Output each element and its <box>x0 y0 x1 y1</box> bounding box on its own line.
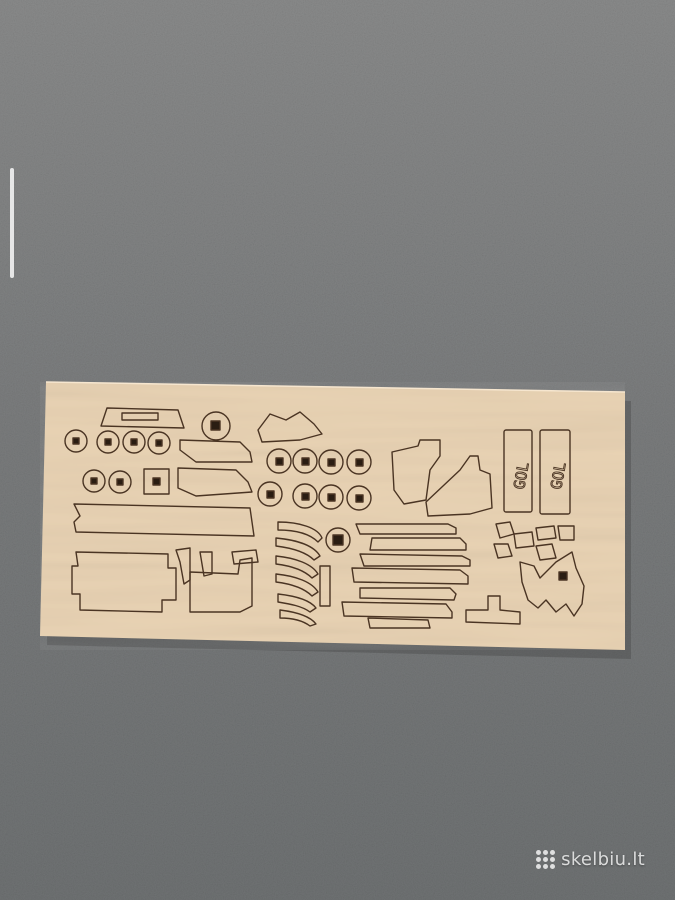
cut-part-disc <box>201 411 231 441</box>
board-top-edge <box>45 381 626 393</box>
cut-part-jagged-hole <box>558 571 568 581</box>
cut-part-base-plate <box>465 595 521 625</box>
cut-part-small-blocks <box>493 521 575 561</box>
cut-part-center-hole <box>332 534 344 546</box>
scroll-indicator-icon <box>10 168 14 278</box>
cut-part-curved-slats <box>275 521 323 627</box>
cut-part-slot <box>121 412 159 421</box>
cut-part-bent-legs <box>175 547 213 585</box>
cut-part-wheels-row-1 <box>64 429 171 455</box>
cut-part-stepped-strips <box>341 523 471 629</box>
cut-part-long-rail <box>73 503 255 537</box>
cut-part-frame <box>71 551 177 613</box>
cut-part-wheels-row-2 <box>82 468 170 495</box>
cut-part-wheels-row-4 <box>257 481 372 511</box>
watermark-text: skelbiu.lt <box>561 849 645 870</box>
engraving-gol-2: GOL <box>547 461 569 491</box>
cut-part-bracket <box>257 411 323 443</box>
cut-part-housing <box>189 557 253 613</box>
cut-part-upright <box>319 565 331 607</box>
skelbiu-logo-icon <box>536 850 556 869</box>
engraving-gol-1: GOL <box>510 461 532 491</box>
cut-part-wheels-row-3 <box>266 448 372 475</box>
cut-part-diagonal-arm-1 <box>391 439 441 505</box>
cut-part-trapezoid <box>100 407 185 429</box>
cut-part-jagged-piece <box>519 551 585 617</box>
watermark: skelbiu.lt <box>536 849 645 870</box>
cut-part-gol-panel-2 <box>539 429 571 515</box>
cut-part-square-hole <box>210 420 221 431</box>
laser-cut-parts <box>64 407 585 629</box>
cut-part-housing-tab <box>231 549 259 565</box>
cut-part-center-disc <box>325 527 351 553</box>
cut-part-diagonal-arm-2 <box>425 455 493 517</box>
plywood-board <box>40 382 625 650</box>
cut-part-angled-strip-2 <box>177 467 253 497</box>
cut-part-angled-strip-1 <box>179 439 253 463</box>
cut-part-gol-panel-1 <box>503 429 533 513</box>
